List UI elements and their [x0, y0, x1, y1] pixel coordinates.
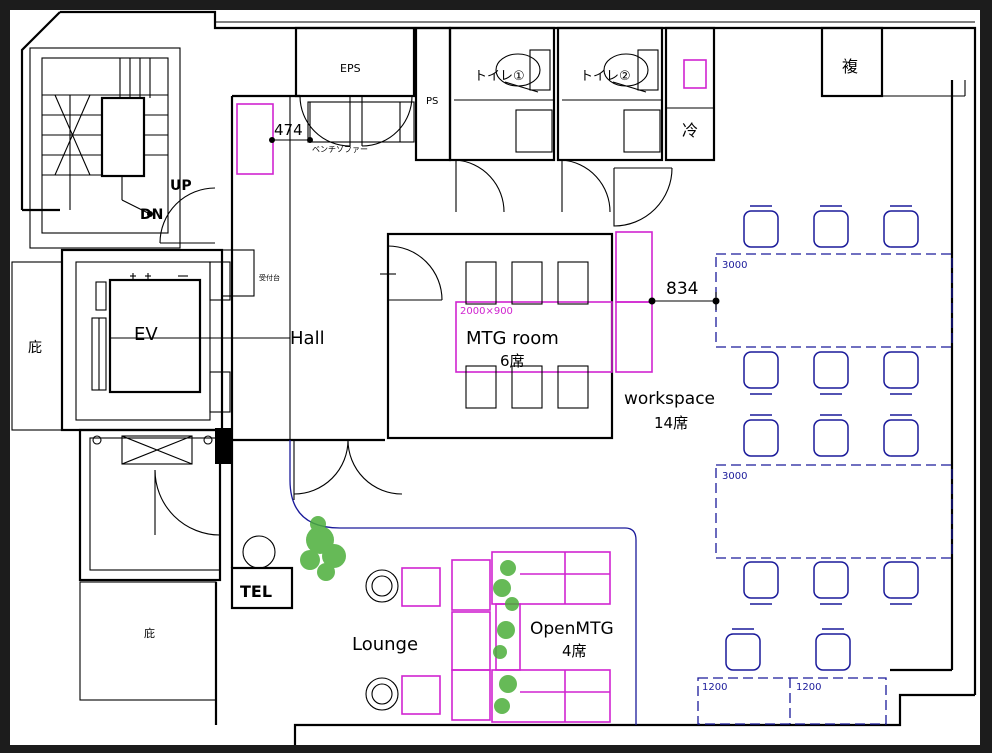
- chair: [743, 561, 779, 605]
- label-hall: Hall: [290, 328, 325, 349]
- armchair-bottom: [365, 677, 399, 711]
- toilet-bowl-1: [495, 49, 551, 93]
- label-fukugou: 複: [842, 57, 858, 76]
- label-up: UP: [170, 178, 192, 194]
- label-hisashi-bottom: 庇: [144, 626, 155, 640]
- chair: [815, 628, 851, 671]
- label-lounge: Lounge: [352, 634, 418, 655]
- room-labels: EPS PS トイレ① トイレ② 複 冷 474 ベンチソファー UP DN 受…: [28, 57, 858, 693]
- label-open-mtg-seats: 4席: [562, 642, 587, 660]
- chair: [813, 205, 849, 248]
- chair: [743, 205, 779, 248]
- label-bench-sofa: ベンチソファー: [312, 145, 368, 154]
- mtg-room: [293, 231, 653, 500]
- chair: [883, 205, 919, 248]
- toilet-bowl-2: [603, 49, 659, 93]
- outer-walls: [20, 10, 977, 745]
- workspace-chairs: [725, 205, 919, 671]
- label-desk-b: 1200: [796, 682, 821, 693]
- service-rooms: [294, 26, 966, 227]
- label-dim-474: 474: [274, 121, 303, 139]
- chair: [813, 561, 849, 605]
- entry-fixtures: [221, 94, 413, 297]
- label-eps: EPS: [340, 62, 361, 75]
- label-toilet-1: トイレ①: [474, 69, 525, 84]
- label-dim-834: 834: [666, 279, 698, 299]
- label-ws-table-2: 3000: [722, 471, 747, 482]
- label-mtg-seats: 6席: [500, 352, 525, 370]
- label-ev: EV: [134, 324, 158, 345]
- label-uketsuke: 受付台: [259, 273, 280, 282]
- chair: [883, 561, 919, 605]
- stairwell: [29, 47, 216, 249]
- label-mtg-size: 2000×900: [460, 306, 513, 317]
- label-toilet-2: トイレ②: [580, 69, 631, 84]
- label-ws-table-1: 3000: [722, 260, 747, 271]
- label-dn: DN: [140, 207, 163, 223]
- shaft-area: [78, 428, 233, 582]
- label-mtg-room: MTG room: [466, 328, 559, 349]
- left-eave-box: [11, 261, 63, 431]
- label-tel: TEL: [240, 582, 272, 601]
- chair: [883, 414, 919, 457]
- label-hisashi-left: 庇: [28, 340, 42, 356]
- chair: [813, 414, 849, 457]
- chair: [743, 414, 779, 457]
- chair: [813, 351, 849, 395]
- chair: [725, 628, 761, 671]
- armchair-top: [365, 569, 399, 603]
- label-workspace: workspace: [624, 389, 715, 409]
- chair: [883, 351, 919, 395]
- hall-walls: [230, 96, 385, 568]
- chair: [743, 351, 779, 395]
- label-desk-a: 1200: [702, 682, 727, 693]
- label-ps: PS: [426, 96, 438, 107]
- lounge-zone-outline: [289, 440, 637, 725]
- label-rei: 冷: [682, 121, 698, 140]
- workspace-tables: [648, 253, 953, 725]
- lounge-furniture: [365, 551, 611, 723]
- label-open-mtg: OpenMTG: [530, 619, 614, 639]
- label-workspace-seats: 14席: [654, 414, 688, 432]
- tel-booth: [230, 535, 294, 610]
- plants: [300, 516, 519, 714]
